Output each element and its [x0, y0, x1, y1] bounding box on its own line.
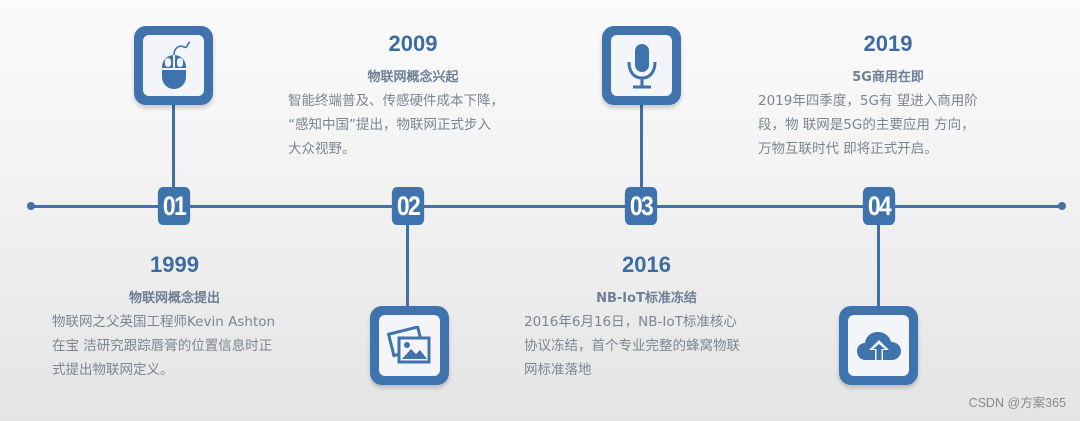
connector-02 — [406, 225, 409, 307]
mouse-icon — [161, 40, 190, 89]
connector-04 — [877, 225, 880, 307]
milestone-text-04: 2019 5G商用在即 2019年四季度，5G有 望进入商用阶 段，物 联网是5… — [758, 31, 1018, 161]
description-line: 协议冻结，首个专业完整的蜂窝物联 — [524, 338, 740, 354]
milestone-year: 2016 — [622, 252, 671, 277]
milestone-badge-03: 03 — [624, 187, 658, 225]
cloud-upload-icon — [856, 331, 901, 360]
milestone-badge-04: 04 — [862, 187, 896, 225]
connector-03 — [640, 105, 643, 187]
description-line: 物联网之父英国工程师Kevin Ashton — [52, 314, 276, 330]
description-line: 2019年四季度，5G有 望进入商用阶 — [758, 93, 978, 109]
milestone-title: 物联网概念提出 — [128, 291, 220, 306]
description-line: 智能终端普及、传感硬件成本下降， — [288, 93, 504, 109]
milestone-year: 1999 — [150, 252, 199, 277]
timeline-axis — [30, 205, 1062, 208]
icon-box-01 — [134, 26, 213, 105]
milestone-text-01: 1999 物联网概念提出 物联网之父英国工程师Kevin Ashton 在宝 洁… — [52, 252, 297, 382]
milestone-badge-02: 02 — [391, 187, 425, 225]
icon-box-04 — [839, 306, 918, 385]
icon-box-02 — [370, 306, 449, 385]
milestone-title: NB-IoT标准冻结 — [596, 291, 697, 306]
milestone-text-02: 2009 物联网概念兴起 智能终端普及、传感硬件成本下降， “感知中国”提出，物… — [288, 31, 538, 161]
milestone-description: 2016年6月16日，NB-IoT标准核心 协议冻结，首个专业完整的蜂窝物联 网… — [524, 310, 769, 382]
milestone-text-03: 2016 NB-IoT标准冻结 2016年6月16日，NB-IoT标准核心 协议… — [524, 252, 769, 382]
milestone-description: 物联网之父英国工程师Kevin Ashton 在宝 洁研究跟踪唇膏的位置信息时正… — [52, 310, 297, 382]
description-line: “感知中国”提出，物联网正式步入 — [288, 117, 491, 133]
watermark: CSDN @方案365 — [968, 396, 1066, 410]
image-gallery-icon — [386, 325, 430, 363]
milestone-badge-01: 01 — [157, 187, 191, 225]
description-line: 网标准落地 — [524, 362, 592, 378]
milestone-year: 2009 — [388, 31, 438, 56]
connector-01 — [172, 105, 175, 187]
milestone-year: 2019 — [863, 31, 913, 56]
timeline-end-dot — [1058, 202, 1066, 210]
milestone-title: 物联网概念兴起 — [367, 70, 459, 85]
milestone-description: 智能终端普及、传感硬件成本下降， “感知中国”提出，物联网正式步入 大众视野。 — [288, 89, 538, 161]
milestone-description: 2019年四季度，5G有 望进入商用阶 段，物 联网是5G的主要应用 方向， 万… — [758, 89, 1018, 161]
icon-box-03 — [602, 26, 681, 105]
description-line: 2016年6月16日，NB-IoT标准核心 — [524, 314, 737, 330]
timeline-start-dot — [27, 202, 35, 210]
description-line: 万物互联时代 即将正式开启。 — [758, 141, 938, 157]
microphone-icon — [627, 43, 656, 88]
description-line: 在宝 洁研究跟踪唇膏的位置信息时正 — [52, 338, 273, 354]
milestone-title: 5G商用在即 — [852, 70, 924, 85]
description-line: 段，物 联网是5G的主要应用 方向， — [758, 117, 975, 133]
description-line: 大众视野。 — [288, 141, 356, 157]
description-line: 式提出物联网定义。 — [52, 362, 174, 378]
